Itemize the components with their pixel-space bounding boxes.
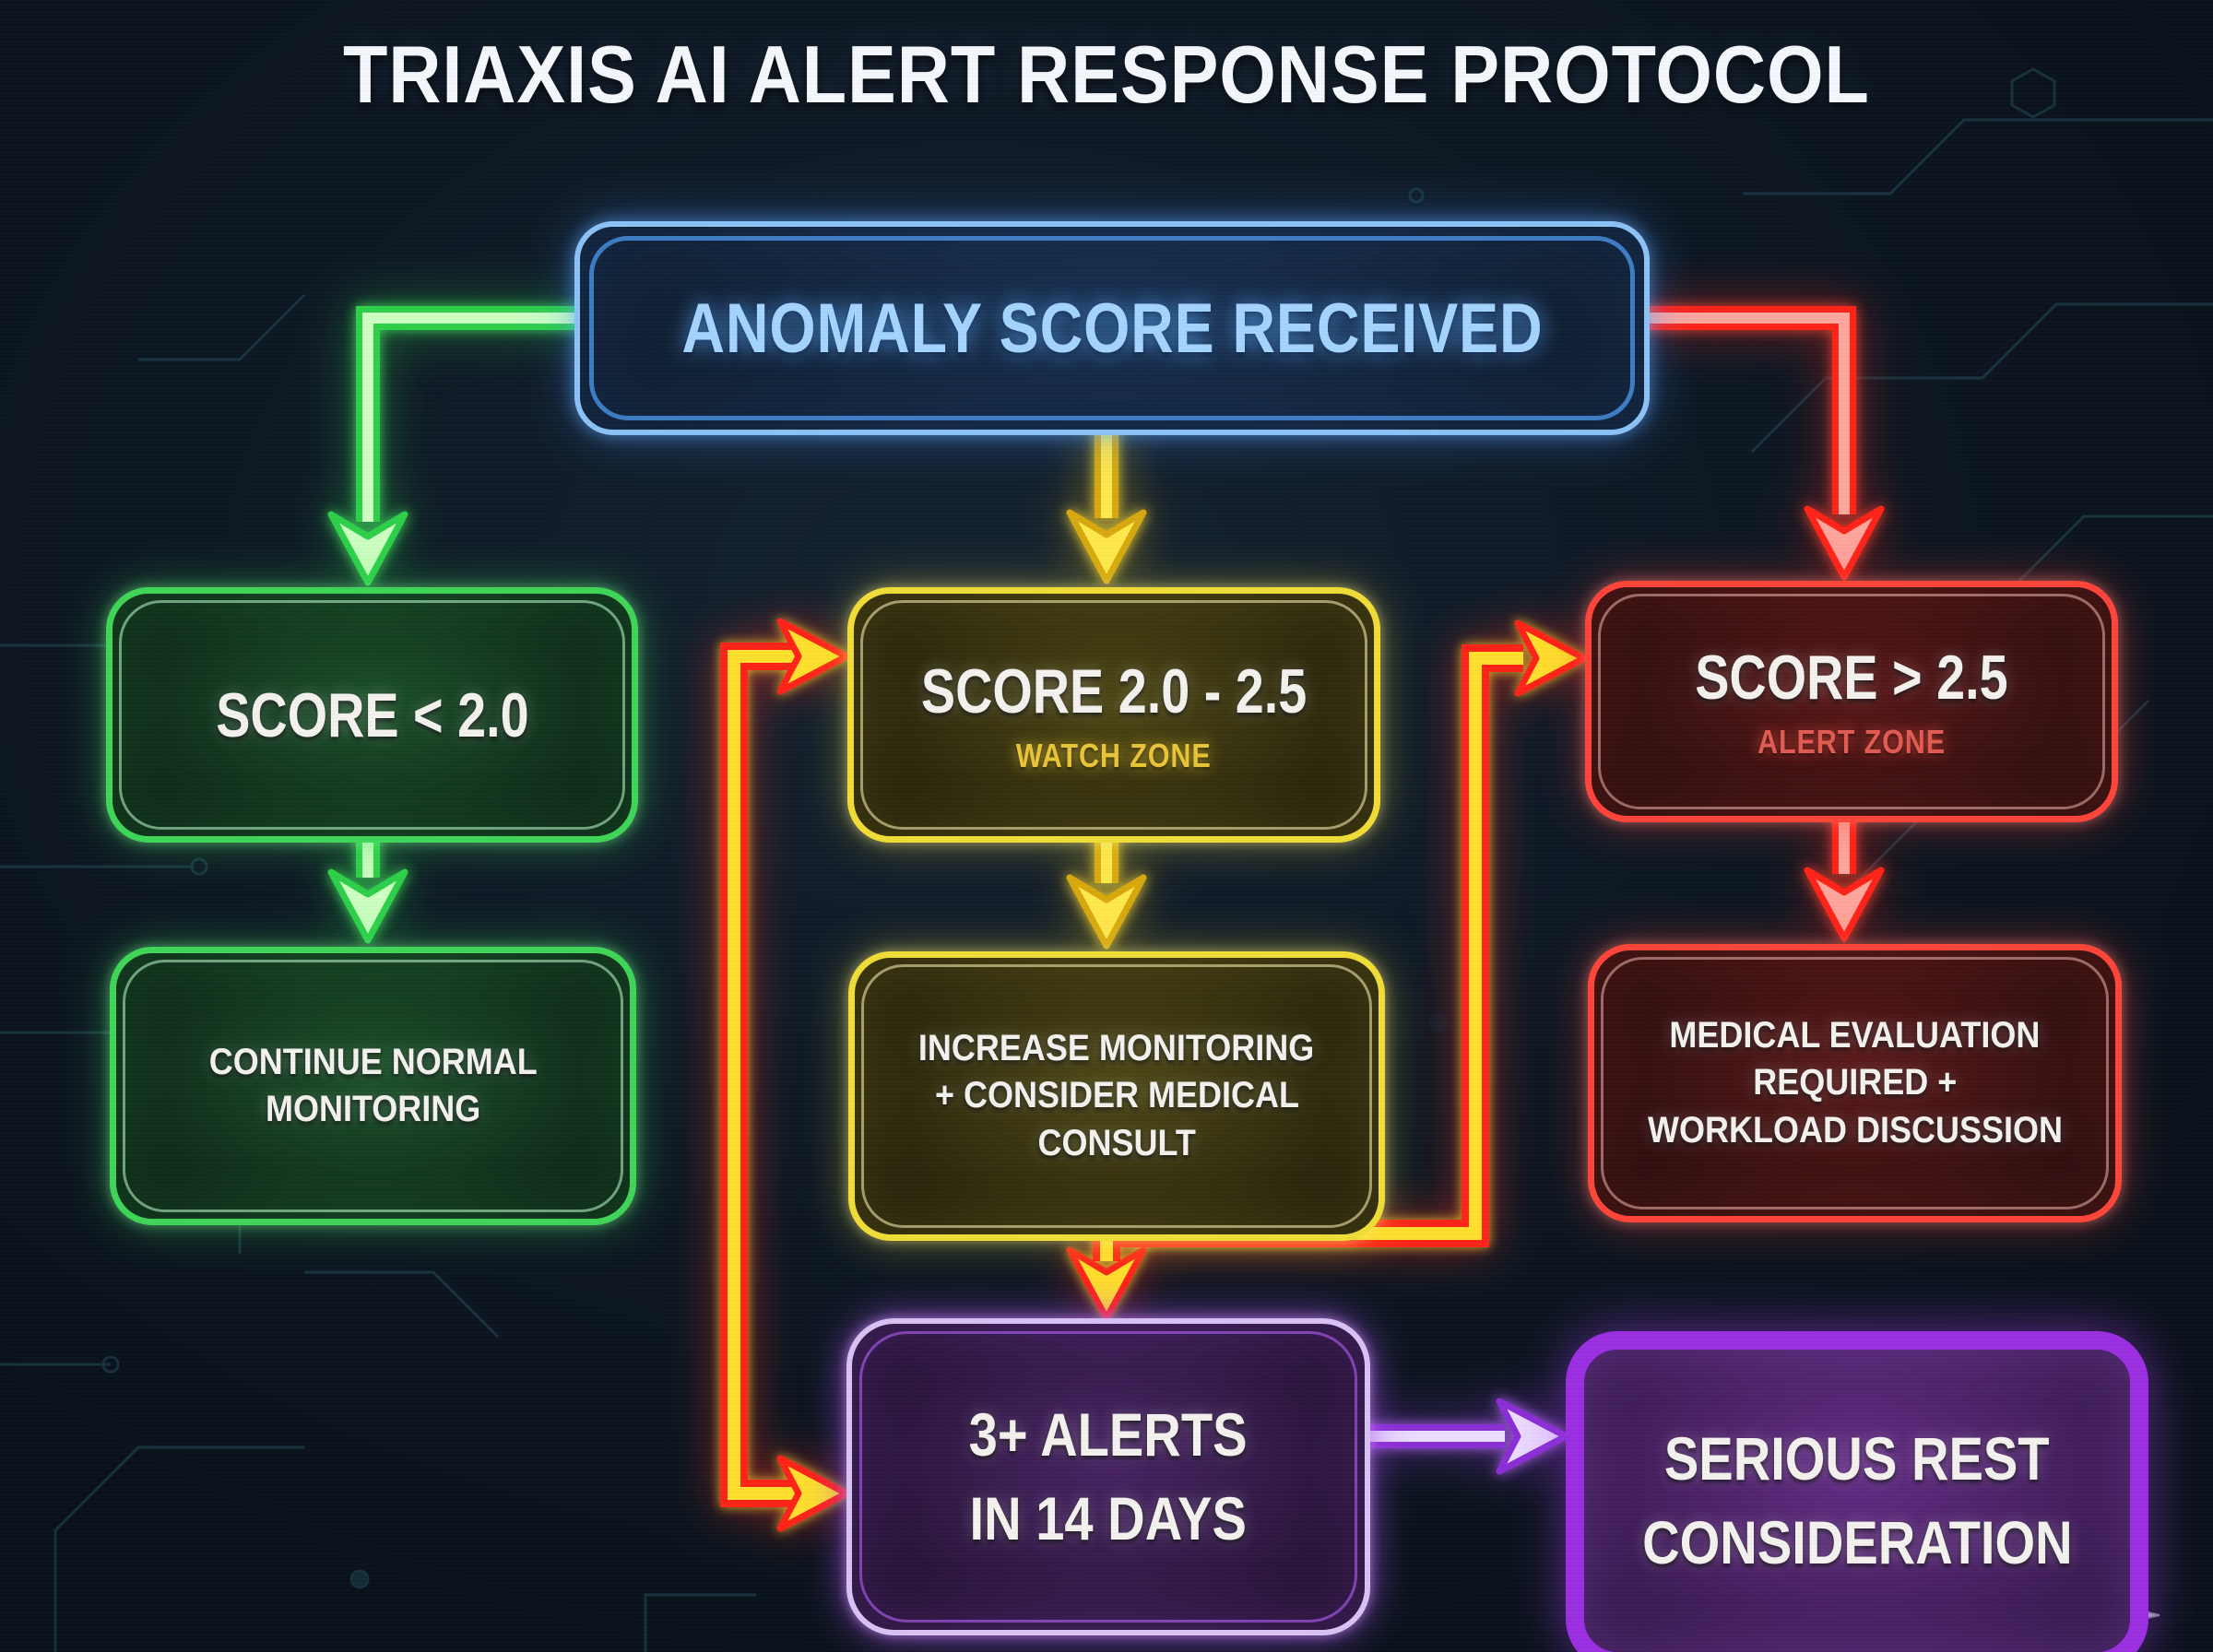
node-label-line: SERIOUS REST <box>1664 1424 2050 1493</box>
page-title: TRIAXIS AI ALERT RESPONSE PROTOCOL <box>343 29 1870 120</box>
watch-zone-label: WATCH ZONE <box>1016 736 1212 774</box>
connector-loop-bracket <box>720 618 850 1532</box>
arrowhead-alert-to-action <box>1804 867 1885 942</box>
node-label-line: CONSIDERATION <box>1641 1508 2073 1576</box>
node-label-line: MEDICAL EVALUATION <box>1669 1015 2041 1056</box>
arrowhead-start-to-low <box>327 511 408 586</box>
node-label: ANOMALY SCORE RECEIVED <box>680 289 1544 368</box>
node-medical-evaluation: MEDICAL EVALUATION REQUIRED + WORKLOAD D… <box>1588 944 2122 1222</box>
node-increase-monitoring: INCREASE MONITORING + CONSIDER MEDICAL C… <box>848 951 1385 1241</box>
node-score-alert: SCORE > 2.5 ALERT ZONE <box>1585 581 2118 822</box>
node-alerts-threshold: 3+ ALERTS IN 14 DAYS <box>846 1318 1370 1635</box>
connector-alerts-to-rest <box>1359 1398 1569 1475</box>
arrowhead-loop-to-alerts <box>776 1455 850 1532</box>
arrowhead-watch-to-action <box>1066 874 1147 950</box>
arrowhead-start-to-watch <box>1066 509 1147 584</box>
node-label: SCORE < 2.0 <box>215 679 529 750</box>
node-anomaly-score-received: ANOMALY SCORE RECEIVED <box>574 221 1650 435</box>
arrowhead-alerts-to-rest <box>1496 1398 1569 1475</box>
node-label-line: INCREASE MONITORING <box>918 1028 1315 1069</box>
node-label-line: REQUIRED + <box>1752 1062 1958 1103</box>
node-label-line: MONITORING <box>265 1089 481 1129</box>
node-label-line: 3+ ALERTS <box>969 1400 1248 1469</box>
connector-start-to-low <box>327 306 583 944</box>
node-label-line: IN 14 DAYS <box>969 1484 1248 1552</box>
node-label-line: CONTINUE NORMAL <box>208 1041 538 1082</box>
arrowhead-low-to-action <box>327 868 408 944</box>
arrowhead-watch-to-alerts <box>1066 1246 1147 1322</box>
connector-start-to-watch <box>1066 426 1147 950</box>
node-label: SCORE > 2.5 <box>1695 643 2008 713</box>
node-label: SCORE 2.0 - 2.5 <box>920 655 1308 726</box>
node-serious-rest-consideration: SERIOUS REST CONSIDERATION <box>1566 1331 2148 1652</box>
alert-zone-label: ALERT ZONE <box>1757 723 1946 761</box>
node-score-low: SCORE < 2.0 <box>106 587 638 843</box>
node-score-watch: SCORE 2.0 - 2.5 WATCH ZONE <box>847 587 1380 843</box>
node-label-line: CONSULT <box>1037 1122 1196 1163</box>
node-label-line: WORKLOAD DISCUSSION <box>1647 1109 2063 1150</box>
node-label-line: + CONSIDER MEDICAL <box>934 1075 1299 1116</box>
arrowhead-loop-to-watch <box>776 618 850 695</box>
node-continue-normal-monitoring: CONTINUE NORMAL MONITORING <box>110 947 636 1225</box>
arrowhead-start-to-alert <box>1804 505 1885 581</box>
arrowhead-escalate-to-alert-zone <box>1514 620 1588 697</box>
